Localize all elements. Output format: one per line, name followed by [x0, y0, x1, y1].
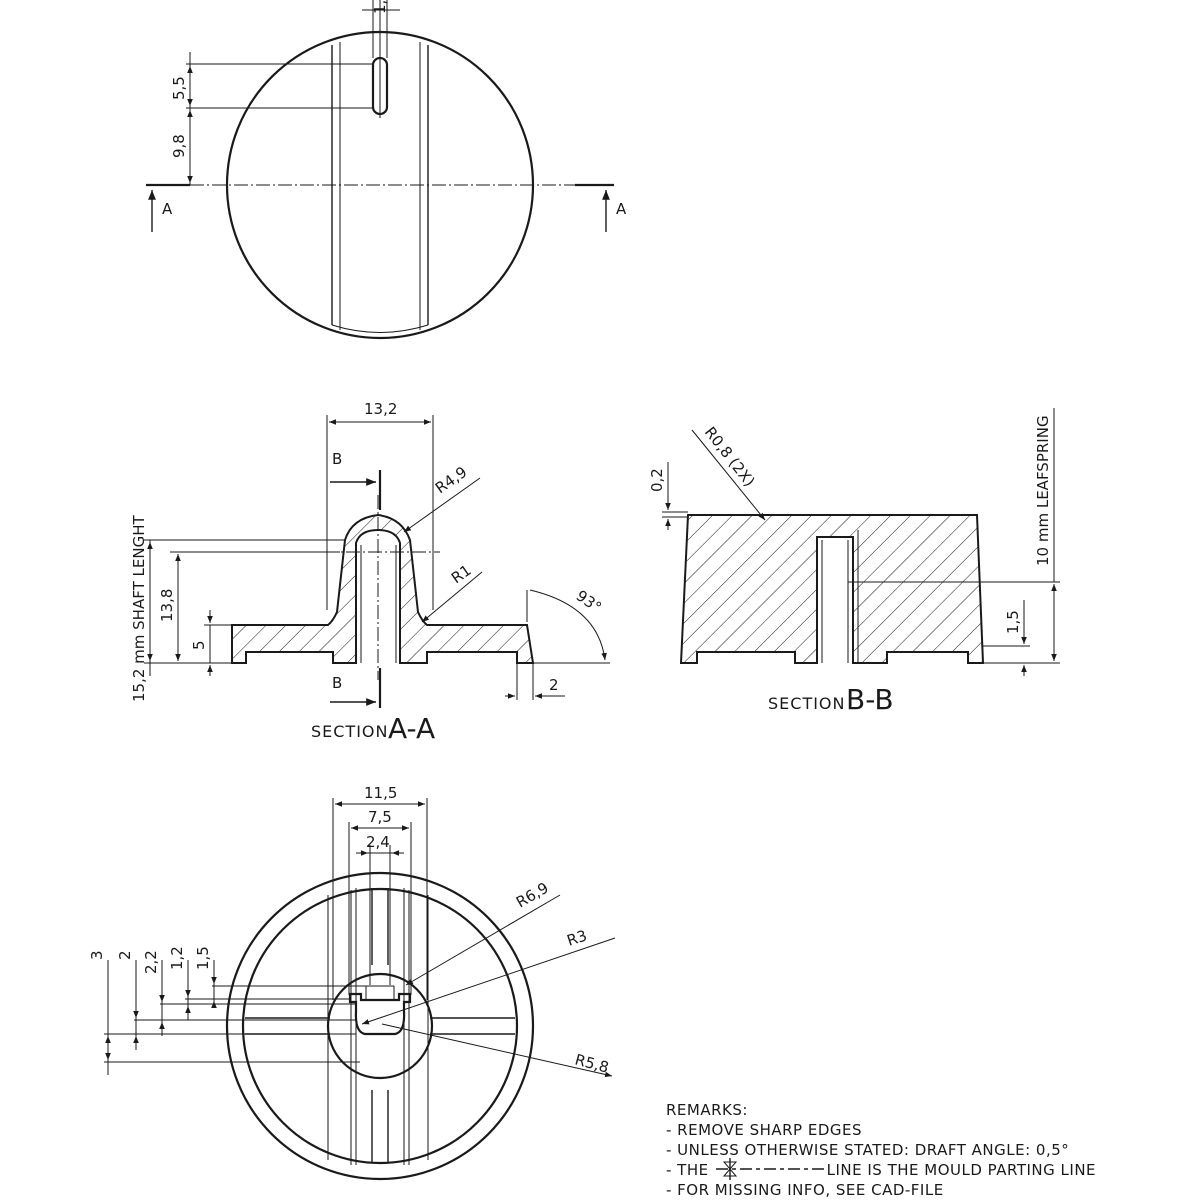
dim-chamfer: 0,2 [648, 468, 666, 492]
section-marker-b-top: B [332, 450, 342, 468]
section-b-b-title: B-B [846, 683, 894, 716]
dim-slot-offset: 9,8 [170, 134, 188, 158]
dim-slot-length: 5,5 [170, 76, 188, 100]
section-a-a: 13,2 B B R4,9 R1 93° 2 15,2 mm SHAFT [130, 400, 610, 745]
parting-line-symbol [716, 1158, 824, 1180]
dim-height-5: 5 [190, 640, 208, 650]
dim-width-top: 13,2 [364, 400, 397, 418]
dim-angle: 93° [573, 587, 605, 617]
dim-foot-offset: 2 [549, 676, 559, 694]
bottom-view: 11,5 7,5 2,4 R6,9 R3 R5,8 3 2 [88, 784, 616, 1181]
section-b-b-title-prefix: SECTION [768, 694, 846, 713]
dim-height-13-8: 13,8 [158, 589, 176, 622]
remark-line-2: - UNLESS OTHERWISE STATED: DRAFT ANGLE: … [666, 1141, 1070, 1159]
section-marker-b-bottom: B [332, 674, 342, 692]
dim-width-11-5: 11,5 [364, 784, 397, 802]
dim-radius-b: R0,8 (2X) [701, 423, 759, 490]
dim-slot-width: 1,5 [371, 0, 389, 14]
section-a-a-title-prefix: SECTION [311, 722, 389, 741]
dim-v-2-2: 2,2 [142, 950, 160, 974]
dim-height-1-5: 1,5 [1004, 610, 1022, 634]
section-marker-a-right: A [616, 200, 627, 218]
dim-radius-3: R3 [565, 927, 590, 950]
section-a-a-title: A-A [388, 712, 435, 745]
dim-width-2-4: 2,4 [366, 833, 390, 851]
remark-line-3-suffix: LINE IS THE MOULD PARTING LINE [826, 1161, 1097, 1179]
remarks-block: REMARKS: - REMOVE SHARP EDGES - UNLESS O… [666, 1100, 1096, 1200]
remarks-heading: REMARKS: [666, 1101, 748, 1119]
remark-line-4: - FOR MISSING INFO, SEE CAD-FILE [666, 1181, 944, 1199]
shaft-profile [348, 992, 412, 1036]
dim-v-1-2: 1,2 [168, 946, 186, 970]
section-b-b: 0,2 R0,8 (2X) 10 mm LEAFSPRING 1,5 SECTI… [648, 408, 1060, 716]
dim-v-3: 3 [88, 950, 106, 960]
remark-line-3-prefix: - THE [666, 1161, 709, 1179]
dim-radius-6-9: R6,9 [513, 879, 552, 912]
dim-width-7-5: 7,5 [368, 808, 392, 826]
remark-line-1: - REMOVE SHARP EDGES [666, 1121, 863, 1139]
section-b-b-body [679, 514, 985, 664]
section-a-a-body [231, 513, 535, 664]
top-view: A A 1,5 5,5 9,8 [146, 0, 627, 340]
dim-leafspring: 10 mm LEAFSPRING [1034, 415, 1052, 566]
bottom-outer-circle [225, 871, 535, 1181]
bottom-inner-circle [241, 887, 519, 1165]
dim-v-1-5: 1,5 [194, 946, 212, 970]
dim-shaft-length: 15,2 mm SHAFT LENGHT [130, 515, 148, 702]
dim-radius-5-8: R5,8 [573, 1050, 611, 1076]
section-marker-a-left: A [162, 200, 173, 218]
remark-line-3: - THE LINE IS THE MOULD PARTING LINE [666, 1160, 1096, 1180]
dim-radius-fillet: R1 [448, 561, 475, 587]
dim-v-2: 2 [116, 950, 134, 960]
hub-circle [326, 972, 434, 1080]
dim-radius-top: R4,9 [432, 463, 470, 497]
